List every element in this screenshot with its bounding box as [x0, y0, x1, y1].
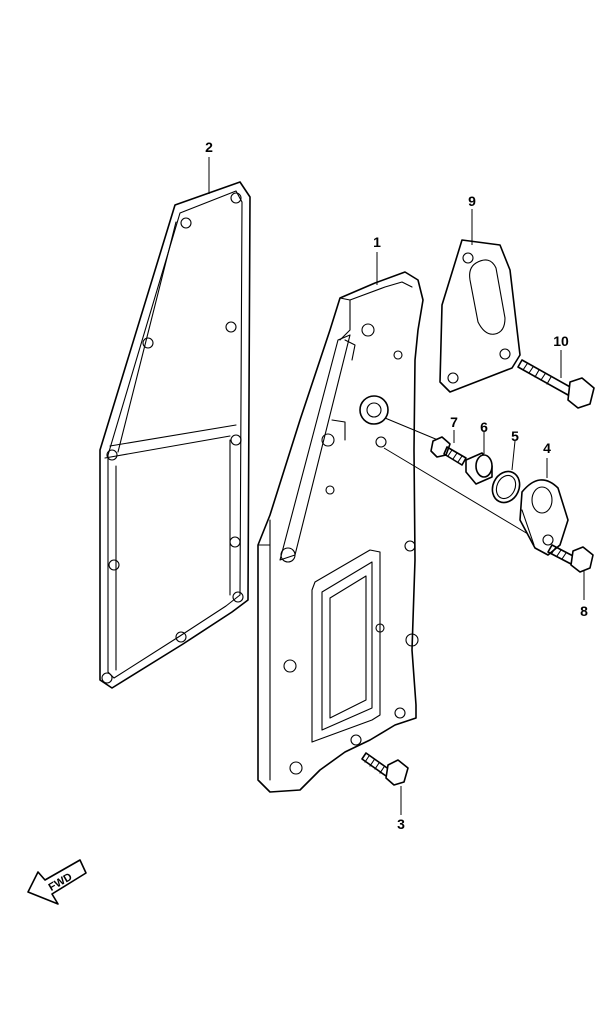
- callout-2[interactable]: 2: [205, 139, 213, 155]
- fwd-arrow-icon: FWD: [27, 859, 87, 905]
- callout-8[interactable]: 8: [580, 603, 588, 619]
- callout-7[interactable]: 7: [450, 414, 458, 430]
- part-6-spacer[interactable]: [465, 452, 493, 485]
- callout-4[interactable]: 4: [543, 440, 551, 456]
- fwd-label: FWD: [47, 871, 75, 894]
- part-5-o-ring[interactable]: [487, 467, 524, 507]
- callout-6[interactable]: 6: [480, 419, 488, 435]
- callout-1[interactable]: 1: [373, 234, 381, 250]
- part-4-flange[interactable]: [519, 479, 569, 556]
- part-7-bolt[interactable]: [430, 436, 467, 466]
- part-9-plate[interactable]: [439, 239, 521, 393]
- callout-3[interactable]: 3: [397, 816, 405, 832]
- part-10-bolt[interactable]: [517, 359, 595, 409]
- part-3-bolt[interactable]: [361, 752, 409, 786]
- callout-10[interactable]: 10: [553, 333, 569, 349]
- part-2-gasket[interactable]: [99, 181, 251, 689]
- callout-9[interactable]: 9: [468, 193, 476, 209]
- part-8-bolt[interactable]: [547, 544, 594, 573]
- callout-5[interactable]: 5: [511, 428, 519, 444]
- part-1-cover[interactable]: [257, 271, 424, 793]
